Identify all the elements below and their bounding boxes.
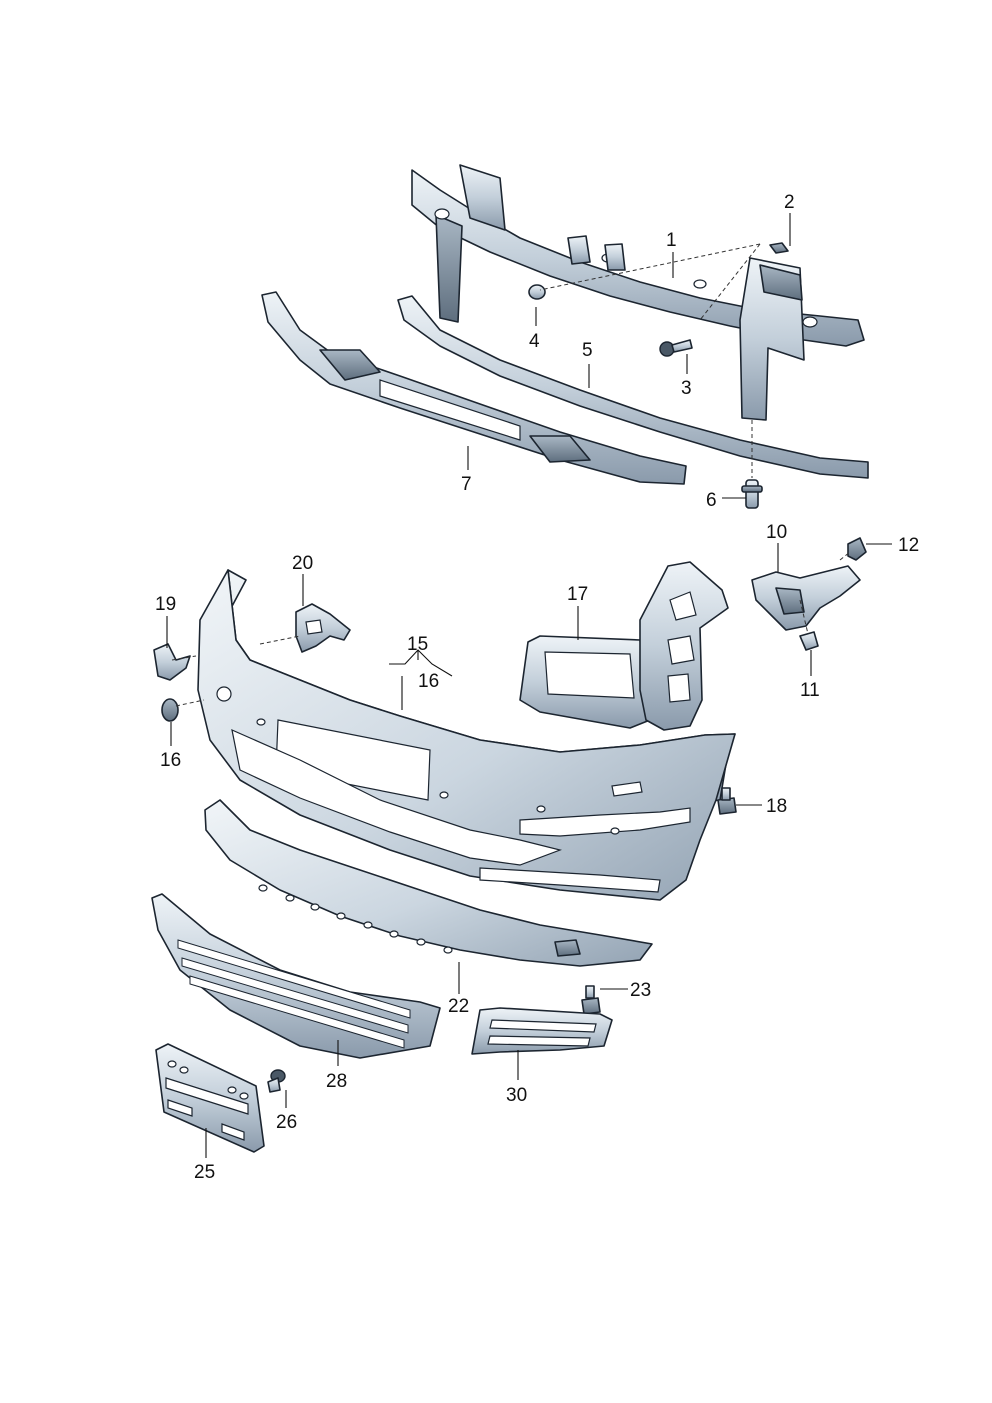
part-3-bolt — [659, 339, 693, 357]
callout-5: 5 — [582, 340, 593, 361]
callout-16-upper: 16 — [418, 671, 439, 692]
callout-15: 15 — [407, 634, 428, 655]
part-17-guide-bracket — [519, 561, 729, 731]
part-22-spoiler — [204, 799, 653, 967]
callout-20: 20 — [292, 553, 313, 574]
callout-22: 22 — [448, 996, 469, 1017]
callout-19: 19 — [155, 594, 176, 615]
part-7-impact-absorber — [261, 291, 687, 485]
callout-4: 4 — [529, 331, 540, 352]
part-19-bracket — [153, 643, 191, 681]
part-16-cap — [161, 698, 179, 722]
part-18-screw — [717, 787, 737, 815]
callout-17: 17 — [567, 584, 588, 605]
callout-16-lower: 16 — [160, 750, 181, 771]
callout-1: 1 — [666, 230, 677, 251]
part-20-bracket — [295, 603, 351, 653]
callout-30: 30 — [506, 1085, 527, 1106]
callout-labels: 1 2 3 4 5 6 7 10 11 12 15 16 16 17 18 19… — [155, 192, 919, 1183]
callout-28: 28 — [326, 1071, 347, 1092]
leader-lines — [166, 213, 892, 1158]
callout-12: 12 — [898, 535, 919, 556]
part-2-screw — [769, 242, 789, 254]
part-4-nut — [528, 284, 546, 300]
part-11-clip — [799, 631, 819, 651]
callout-18: 18 — [766, 796, 787, 817]
part-1-cross-member — [411, 164, 865, 421]
callout-3: 3 — [681, 378, 692, 399]
callout-26: 26 — [276, 1112, 297, 1133]
part-25-plate-bracket — [155, 1043, 265, 1153]
callout-7: 7 — [461, 474, 472, 495]
part-6-stud — [741, 479, 763, 509]
part-26-screw — [267, 1069, 286, 1093]
part-28-lower-grille — [151, 893, 441, 1059]
part-5-absorber-strip — [397, 295, 869, 479]
callout-10: 10 — [766, 522, 787, 543]
callout-25: 25 — [194, 1162, 215, 1183]
assembly-lines — [171, 243, 851, 707]
callout-6: 6 — [706, 490, 717, 511]
part-10-side-bracket — [751, 565, 861, 631]
callout-2: 2 — [784, 192, 795, 213]
callout-11: 11 — [800, 680, 820, 701]
callout-23: 23 — [630, 980, 651, 1001]
part-30-grille-insert — [471, 1007, 613, 1055]
part-12-cap — [847, 537, 867, 561]
part-23-screw — [581, 985, 601, 1015]
